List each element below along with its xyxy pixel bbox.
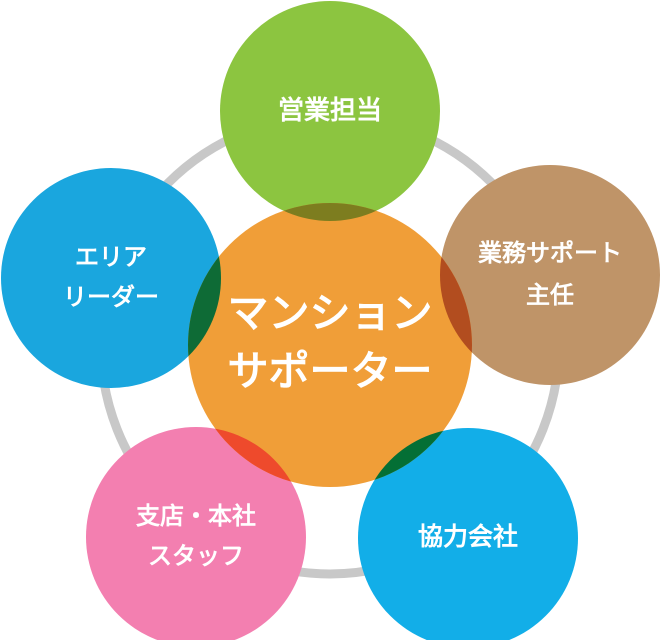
node-label-partner: 協力会社 [418,522,518,551]
node-label-business-support-line: 業務サポート [478,239,622,267]
center-label-line: マンション [228,289,433,337]
node-circle-sales [220,1,440,221]
node-label-partner-line: 協力会社 [418,522,518,551]
node-circle-business-support [440,165,660,385]
node-label-area-leader-line: リーダー [63,283,159,311]
node-circle-area-leader [1,168,221,388]
node-label-business-support: 業務サポート主任 [478,239,622,309]
node-circle-branch-staff [86,427,306,640]
node-circle-partner [358,428,578,640]
node-label-branch-staff: 支店・本社スタッフ [136,502,256,570]
node-label-business-support-line: 主任 [526,281,574,309]
node-label-branch-staff-line: スタッフ [148,542,244,570]
node-label-sales-line: 営業担当 [278,96,382,126]
center-circle [188,203,472,487]
node-label-branch-staff-line: 支店・本社 [136,502,256,530]
node-label-area-leader-line: エリア [75,243,147,271]
node-label-sales: 営業担当 [278,96,382,126]
node-label-area-leader: エリアリーダー [63,243,159,311]
center-label-line: サポーター [228,347,433,395]
center-label: マンションサポーター [228,289,433,395]
